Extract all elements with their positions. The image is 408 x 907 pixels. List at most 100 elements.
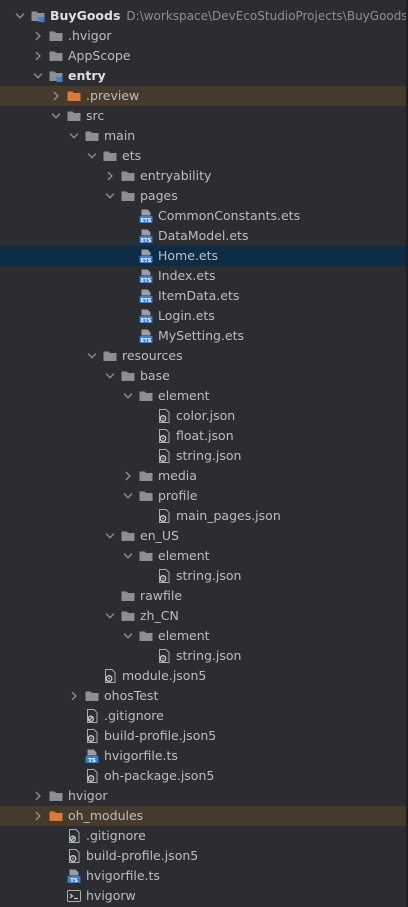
tree-item-main-pages-json-24[interactable]: main_pages.json [0, 506, 408, 526]
tree-item-resources-16[interactable]: resources [0, 346, 408, 366]
tree-item-label: src [86, 108, 105, 123]
tree-item-label: string.json [176, 448, 242, 463]
folder-icon [84, 688, 100, 704]
tree-item-entry-2[interactable]: entry [0, 66, 408, 86]
tree-item-string-json-27[interactable]: string.json [0, 566, 408, 586]
tree-item-string-json-31[interactable]: string.json [0, 646, 408, 666]
gitignore-file-icon [66, 828, 82, 844]
tree-item-ets-6[interactable]: ets [0, 146, 408, 166]
folder-icon [120, 368, 136, 384]
tree-item-label: entryability [140, 168, 212, 183]
chevron-spacer [140, 510, 152, 522]
folder-icon [48, 788, 64, 804]
tree-item-label: hvigorfile.ts [104, 748, 178, 763]
folder-icon [120, 528, 136, 544]
svg-text:TS: TS [70, 878, 78, 884]
folder-icon [138, 388, 154, 404]
chevron-right-icon[interactable] [104, 170, 116, 182]
tree-item-en-us-25[interactable]: en_US [0, 526, 408, 546]
chevron-down-icon[interactable] [32, 70, 44, 82]
chevron-right-icon[interactable] [32, 50, 44, 62]
folder-icon [48, 28, 64, 44]
chevron-right-icon[interactable] [32, 30, 44, 42]
tree-item-media-22[interactable]: media [0, 466, 408, 486]
tree-item-label: media [158, 468, 197, 483]
folder-icon [102, 348, 118, 364]
tree-item-element-30[interactable]: element [0, 626, 408, 646]
chevron-right-icon[interactable] [68, 690, 80, 702]
tree-item-element-26[interactable]: element [0, 546, 408, 566]
tree-item-label: Index.ets [158, 268, 216, 283]
ts-file-icon: TS [84, 748, 100, 764]
tree-item-hvigorfile-ts-36[interactable]: TS hvigorfile.ts [0, 746, 408, 766]
tree-item-gitignore-40[interactable]: .gitignore [0, 826, 408, 846]
chevron-spacer [68, 730, 80, 742]
tree-item-color-json-19[interactable]: color.json [0, 406, 408, 426]
tree-item-label: resources [122, 348, 183, 363]
tree-item-zh-cn-29[interactable]: zh_CN [0, 606, 408, 626]
chevron-down-icon[interactable] [104, 370, 116, 382]
chevron-down-icon[interactable] [14, 10, 26, 22]
tree-item-src-4[interactable]: src [0, 106, 408, 126]
tree-item-label: CommonConstants.ets [158, 208, 301, 223]
tree-item-label: rawfile [140, 588, 183, 603]
tree-item-hvigor-0[interactable]: .hvigor [0, 26, 408, 46]
chevron-down-icon[interactable] [122, 630, 134, 642]
chevron-down-icon[interactable] [122, 390, 134, 402]
tree-item-oh-modules-39[interactable]: oh_modules [0, 806, 408, 826]
tree-item-ohostest-33[interactable]: ohosTest [0, 686, 408, 706]
chevron-right-icon[interactable] [122, 470, 134, 482]
tree-item-label: .gitignore [86, 828, 146, 843]
json-file-icon [66, 848, 82, 864]
tree-item-gitignore-34[interactable]: .gitignore [0, 706, 408, 726]
tree-item-build-profile-json5-41[interactable]: build-profile.json5 [0, 846, 408, 866]
folder-icon [138, 488, 154, 504]
ets-file-icon: ETS [138, 308, 154, 324]
chevron-right-icon[interactable] [50, 90, 62, 102]
tree-item-module-json5-32[interactable]: module.json5 [0, 666, 408, 686]
tree-item-profile-23[interactable]: profile [0, 486, 408, 506]
chevron-down-icon[interactable] [122, 550, 134, 562]
tree-item-hvigor-38[interactable]: hvigor [0, 786, 408, 806]
tree-item-oh-package-json5-37[interactable]: oh-package.json5 [0, 766, 408, 786]
chevron-down-icon[interactable] [122, 490, 134, 502]
chevron-down-icon[interactable] [104, 610, 116, 622]
folder-icon [138, 628, 154, 644]
chevron-down-icon[interactable] [104, 190, 116, 202]
tree-item-base-17[interactable]: base [0, 366, 408, 386]
ets-file-icon: ETS [138, 288, 154, 304]
chevron-down-icon[interactable] [86, 150, 98, 162]
tree-item-main-5[interactable]: main [0, 126, 408, 146]
tree-item-entryability-7[interactable]: entryability [0, 166, 408, 186]
tree-item-element-18[interactable]: element [0, 386, 408, 406]
json-file-icon [84, 728, 100, 744]
chevron-down-icon[interactable] [50, 110, 62, 122]
chevron-right-icon[interactable] [32, 790, 44, 802]
chevron-down-icon[interactable] [86, 350, 98, 362]
tree-item-hvigorw-43[interactable]: hvigorw [0, 886, 408, 906]
tree-item-label: pages [140, 188, 178, 203]
tree-item-float-json-20[interactable]: float.json [0, 426, 408, 446]
tree-item-appscope-1[interactable]: AppScope [0, 46, 408, 66]
tree-item-preview-3[interactable]: .preview [0, 86, 408, 106]
chevron-down-icon[interactable] [68, 130, 80, 142]
tree-item-pages-8[interactable]: pages [0, 186, 408, 206]
tree-item-rawfile-28[interactable]: rawfile [0, 586, 408, 606]
tree-item-label: .hvigor [68, 28, 112, 43]
tree-item-build-profile-json5-35[interactable]: build-profile.json5 [0, 726, 408, 746]
tree-item-string-json-21[interactable]: string.json [0, 446, 408, 466]
chevron-down-icon[interactable] [104, 530, 116, 542]
chevron-right-icon[interactable] [32, 810, 44, 822]
ets-file-icon: ETS [138, 328, 154, 344]
tree-item-label: float.json [176, 428, 234, 443]
folder-icon [48, 48, 64, 64]
